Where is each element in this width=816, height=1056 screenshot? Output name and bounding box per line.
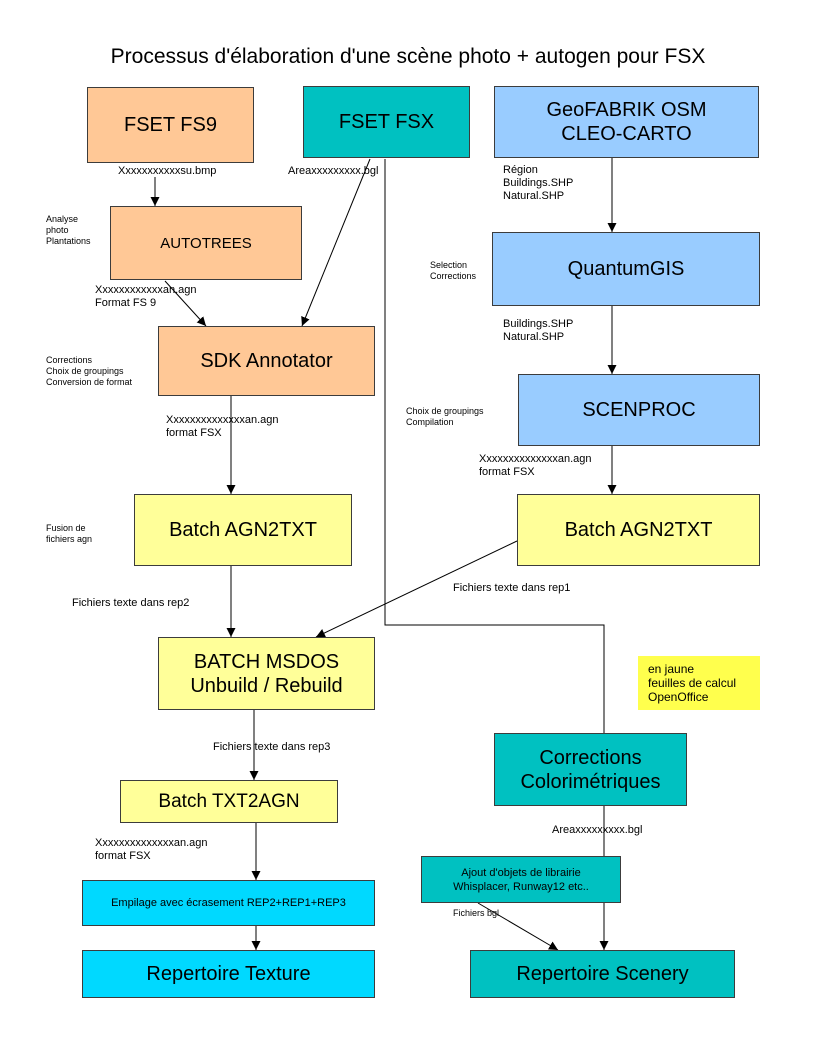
- arrow-fsx-to-sdk: [301, 158, 371, 327]
- batch-msdos-box: BATCH MSDOS Unbuild / Rebuild: [158, 637, 375, 710]
- arrow-batch-right-to-msdos: [315, 540, 518, 638]
- autotrees-box: AUTOTREES: [110, 206, 302, 280]
- arrow-fsx-to-corrections: [384, 159, 605, 733]
- label-scenproc-output: Xxxxxxxxxxxxxxan.agn format FSX: [479, 453, 592, 478]
- page-title: Processus d'élaboration d'une scène phot…: [110, 45, 706, 68]
- repertoire-scenery-box: Repertoire Scenery: [470, 950, 735, 998]
- fset-fsx-box: FSET FSX: [303, 86, 470, 158]
- scenproc-box: SCENPROC: [518, 374, 760, 446]
- label-geofabrik-output: Région Buildings.SHP Natural.SHP: [503, 164, 574, 202]
- label-autotrees-output: Xxxxxxxxxxxxan.agn Format FS 9: [95, 284, 197, 309]
- label-corrections-output: Areaxxxxxxxxx.bgl: [552, 824, 643, 836]
- arrow-ajout-to-scenery: [477, 902, 559, 951]
- quantumgis-box: QuantumGIS: [492, 232, 760, 306]
- label-rep3: Fichiers texte dans rep3: [213, 741, 331, 753]
- ajout-objets-box: Ajout d'objets de librairie Whisplacer, …: [421, 856, 621, 903]
- label-fs9-output: Xxxxxxxxxxxsu.bmp: [118, 165, 217, 177]
- label-sdk-input: Corrections Choix de groupings Conversio…: [46, 355, 133, 387]
- corrections-colorimetriques-box: Corrections Colorimétriques: [494, 733, 687, 806]
- label-txt2agn-output: Xxxxxxxxxxxxxxan.agn format FSX: [95, 837, 208, 862]
- geofabrik-box: GeoFABRIK OSM CLEO-CARTO: [494, 86, 759, 158]
- label-rep1: Fichiers texte dans rep1: [453, 582, 571, 594]
- label-sdk-output: Xxxxxxxxxxxxxxan.agn format FSX: [166, 414, 279, 439]
- batch-agn2txt-left-box: Batch AGN2TXT: [134, 494, 352, 566]
- label-quantumgis-output: Buildings.SHP Natural.SHP: [503, 318, 574, 343]
- fset-fs9-box: FSET FS9: [87, 87, 254, 163]
- label-fsx-output: Areaxxxxxxxxx.bgl: [288, 165, 379, 177]
- repertoire-texture-box: Repertoire Texture: [82, 950, 375, 998]
- label-selection: Selection Corrections: [430, 260, 477, 281]
- label-rep2: Fichiers texte dans rep2: [72, 597, 190, 609]
- label-scenproc-input: Choix de groupings Compilation: [406, 406, 484, 427]
- batch-agn2txt-right-box: Batch AGN2TXT: [517, 494, 760, 566]
- label-fusion: Fusion de fichiers agn: [46, 523, 93, 544]
- sdk-annotator-box: SDK Annotator: [158, 326, 375, 396]
- label-fichiers-bgl: Fichiers bgl: [453, 908, 500, 918]
- label-autotrees-input: Analyse photo Plantations: [46, 214, 91, 246]
- batch-txt2agn-box: Batch TXT2AGN: [120, 780, 338, 823]
- arrow-autotrees-to-sdk: [164, 280, 207, 327]
- legend-note: en jaune feuilles de calcul OpenOffice: [638, 656, 760, 710]
- empilage-box: Empilage avec écrasement REP2+REP1+REP3: [82, 880, 375, 926]
